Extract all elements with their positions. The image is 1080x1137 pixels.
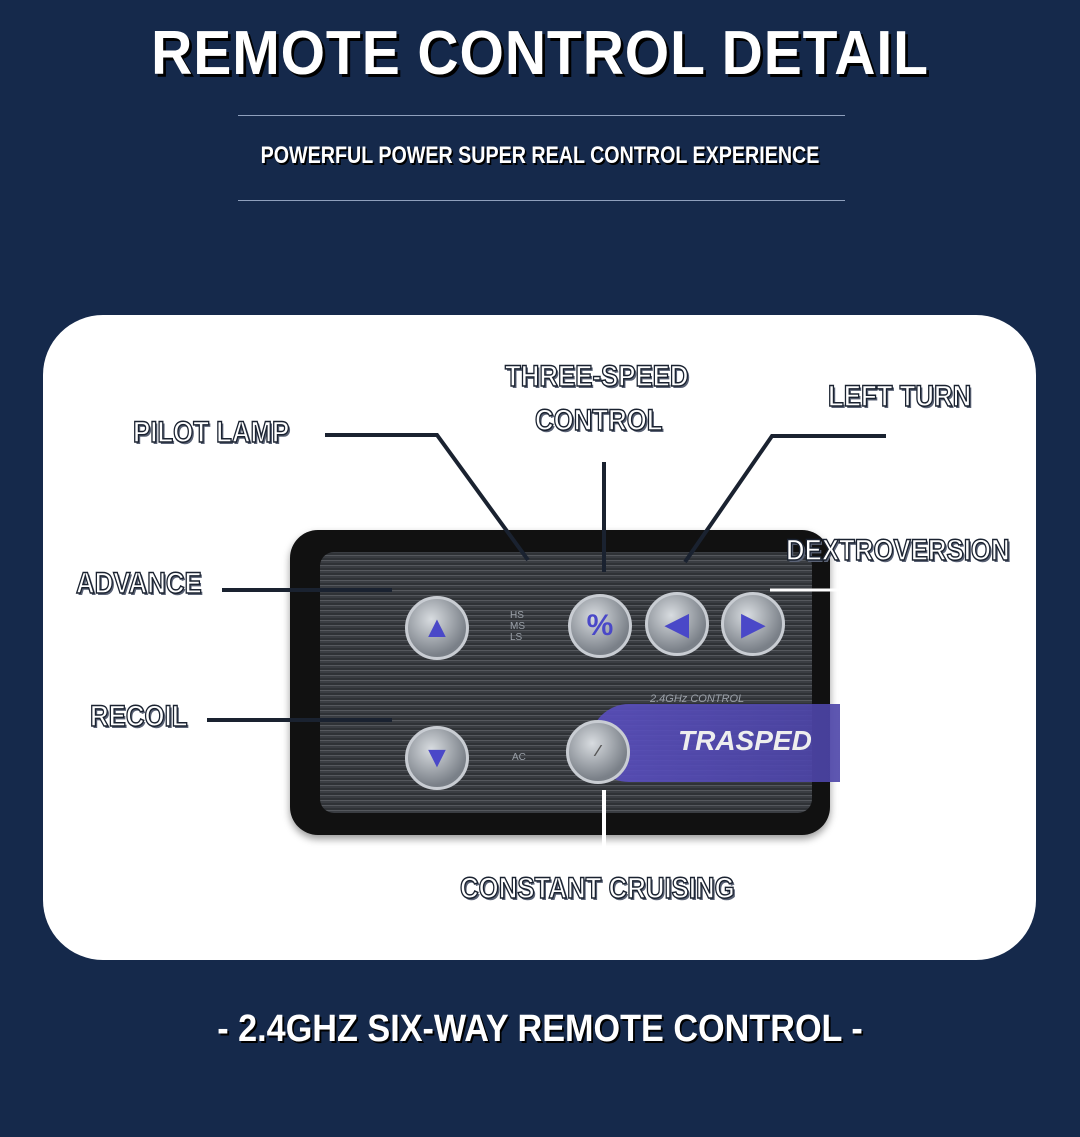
remote-face: HS MS LS AC 2.4GHz CONTROL TRASPED ▲ % ◀…	[320, 552, 840, 813]
callout-line-pilot-lamp	[325, 433, 530, 562]
indicator-ls: LS	[510, 632, 523, 643]
brand-logo: TRASPED	[678, 725, 812, 756]
advance-button[interactable]: ▲	[405, 596, 469, 660]
speed-button[interactable]: %	[568, 594, 632, 658]
divider	[238, 115, 845, 116]
speed-indicators: HS MS LS	[510, 610, 525, 643]
recoil-button[interactable]: ▼	[405, 726, 469, 790]
arrow-down-icon: ▼	[422, 741, 452, 774]
label-advance: ADVANCE	[75, 566, 202, 601]
callout-line-left-turn	[683, 434, 886, 564]
percent-icon: %	[586, 609, 614, 642]
arrow-up-icon: ▲	[422, 611, 452, 644]
indicator-ac: AC	[512, 752, 526, 763]
band-label: 2.4GHz CONTROL	[650, 693, 745, 705]
label-control: CONTROL	[534, 403, 663, 438]
arrow-right-icon: ▶	[741, 607, 765, 641]
arrow-left-icon: ◀	[665, 607, 689, 641]
subtitle: POWERFUL POWER SUPER REAL CONTROL EXPERI…	[260, 142, 820, 169]
page-title: REMOTE CONTROL DETAIL	[151, 19, 929, 88]
label-three-speed: THREE-SPEED	[504, 359, 689, 394]
gauge-icon: ⁄	[596, 743, 600, 760]
indicator-ms: MS	[510, 621, 525, 632]
label-constant-cruising: CONSTANT CRUISING	[459, 871, 735, 906]
remote-control: HS MS LS AC 2.4GHz CONTROL TRASPED ▲ % ◀…	[290, 530, 840, 835]
indicator-hs: HS	[510, 610, 524, 621]
label-recoil: RECOIL	[89, 699, 188, 734]
label-left-turn: LEFT TURN	[827, 379, 972, 414]
cruise-button[interactable]: ⁄	[566, 720, 630, 784]
label-dextroversion: DEXTROVERSION	[785, 533, 1010, 568]
footer-caption: - 2.4GHZ SIX-WAY REMOTE CONTROL -	[217, 1008, 863, 1050]
right-turn-button[interactable]: ▶	[721, 592, 785, 656]
left-turn-button[interactable]: ◀	[645, 592, 709, 656]
brand-strip	[590, 704, 840, 782]
divider	[238, 200, 845, 201]
label-pilot-lamp: PILOT LAMP	[132, 415, 290, 450]
